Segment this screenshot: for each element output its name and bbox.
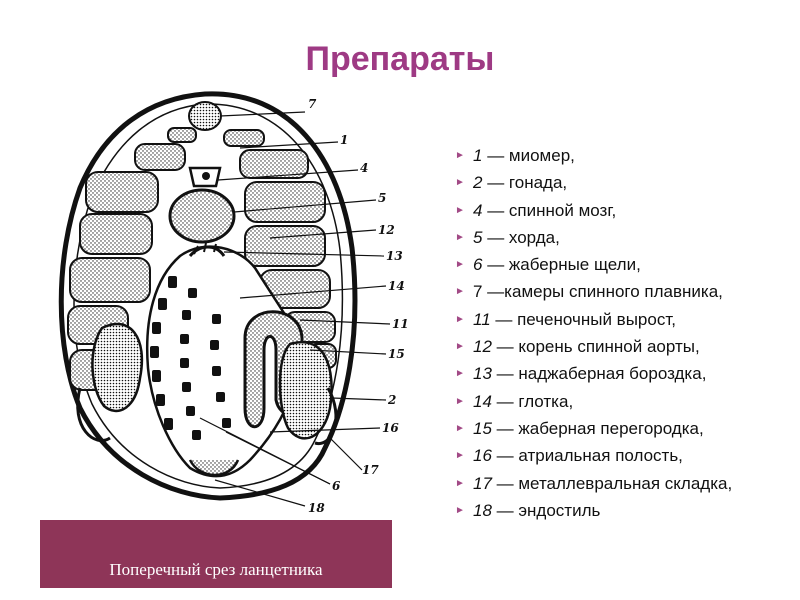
caption-box: Поперечный срез ланцетника	[40, 520, 392, 588]
diagram-label-18: 18	[308, 501, 325, 515]
legend-item: ►11 — печеночный вырост,	[455, 306, 785, 333]
legend-item: ►18 — эндостиль	[455, 497, 785, 524]
diagram-label-1: 1	[340, 133, 348, 147]
legend-item: ►4 — спинной мозг,	[455, 197, 785, 224]
legend-item: ►15 — жаберная перегородка,	[455, 415, 785, 442]
triangle-right-icon: ►	[455, 259, 465, 271]
diagram-label-4: 4	[360, 161, 368, 175]
diagram-label-16: 16	[382, 421, 399, 435]
triangle-right-icon: ►	[455, 341, 465, 353]
legend-item: ►2 — гонада,	[455, 169, 785, 196]
cross-section-drawing: 7 1 4 5 12 13 14 11 15 2 16 17 6 18	[58, 91, 409, 515]
triangle-right-icon: ►	[455, 504, 465, 516]
triangle-right-icon: ►	[455, 450, 465, 462]
legend-item: ►17 — металлевральная складка,	[455, 470, 785, 497]
diagram-label-17: 17	[362, 463, 379, 477]
diagram-label-7: 7	[308, 97, 317, 111]
diagram-label-13: 13	[386, 249, 403, 263]
triangle-right-icon: ►	[455, 286, 465, 298]
legend-item: ►1 — миомер,	[455, 142, 785, 169]
legend-item: ►16 — атриальная полость,	[455, 442, 785, 469]
triangle-right-icon: ►	[455, 177, 465, 189]
lancelet-cross-section-figure: 7 1 4 5 12 13 14 11 15 2 16 17 6 18	[40, 88, 432, 520]
diagram-label-2: 2	[387, 393, 396, 407]
diagram-label-6: 6	[332, 479, 341, 493]
triangle-right-icon: ►	[455, 231, 465, 243]
triangle-right-icon: ►	[455, 368, 465, 380]
triangle-right-icon: ►	[455, 150, 465, 161]
triangle-right-icon: ►	[455, 204, 465, 216]
legend-item: ►12 — корень спинной аорты,	[455, 333, 785, 360]
triangle-right-icon: ►	[455, 422, 465, 434]
diagram-label-5: 5	[378, 191, 386, 205]
triangle-right-icon: ►	[455, 395, 465, 407]
legend-item: ►6 — жаберные щели,	[455, 251, 785, 278]
diagram-label-15: 15	[388, 347, 405, 361]
slide-title: Препараты	[305, 40, 495, 78]
figure-caption: Поперечный срез ланцетника	[109, 560, 323, 579]
legend-item: ►7 —камеры спинного плавника,	[455, 278, 785, 305]
triangle-right-icon: ►	[455, 477, 465, 489]
diagram-label-14: 14	[388, 279, 405, 293]
triangle-right-icon: ►	[455, 313, 465, 325]
legend-item: ►13 — наджаберная бороздка,	[455, 360, 785, 387]
legend-item: ►5 — хорда,	[455, 224, 785, 251]
legend-item: ►14 — глотка,	[455, 388, 785, 415]
diagram-label-11: 11	[392, 317, 409, 331]
legend-list: ►1 — миомер, ►2 — гонада, ►4 — спинной м…	[455, 142, 785, 524]
diagram-label-12: 12	[378, 223, 395, 237]
